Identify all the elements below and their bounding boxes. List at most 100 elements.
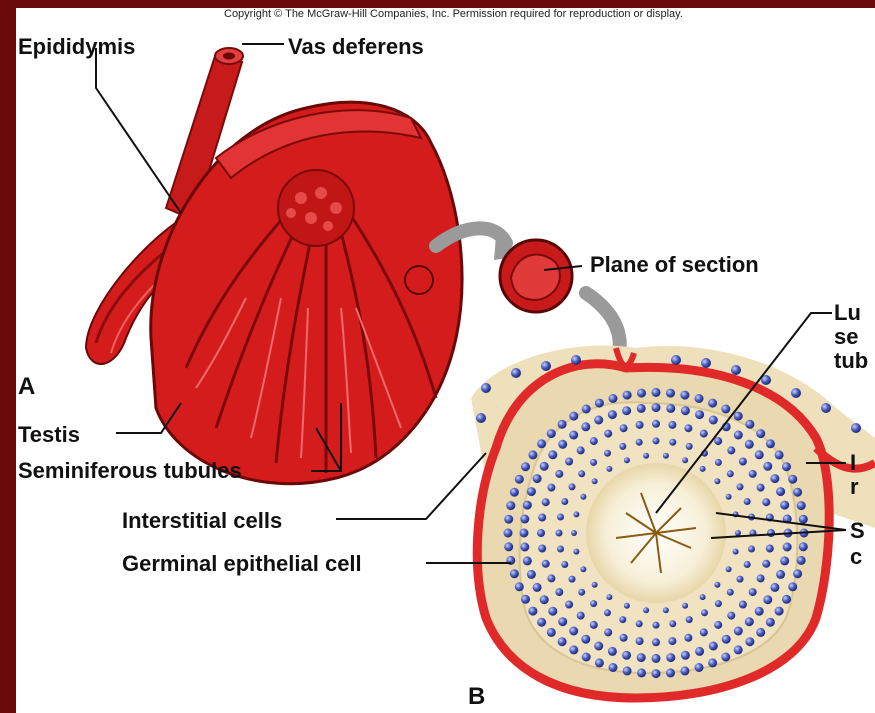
germinal-cell xyxy=(547,574,555,582)
germinal-cell xyxy=(558,617,567,626)
germinal-cell xyxy=(590,437,598,445)
germinal-cell xyxy=(686,443,693,450)
germinal-cell xyxy=(663,453,669,459)
germinal-cell xyxy=(573,511,579,517)
germinal-cell xyxy=(520,529,529,538)
germinal-cell xyxy=(577,446,585,454)
germinal-cell xyxy=(578,589,585,596)
germinal-cell xyxy=(540,462,549,471)
germinal-cell xyxy=(653,622,660,629)
germinal-cell xyxy=(582,405,591,414)
germinal-cell xyxy=(757,574,765,582)
anatomy-illustration xyxy=(16,8,875,713)
germinal-cell xyxy=(521,595,530,604)
germinal-cell xyxy=(666,404,675,413)
germinal-cell xyxy=(734,431,743,440)
germinal-cell xyxy=(623,666,632,675)
germinal-cell xyxy=(578,470,585,477)
germinal-cell xyxy=(684,424,692,432)
germinal-cell xyxy=(714,437,722,445)
germinal-cell xyxy=(739,458,747,466)
germinal-cell xyxy=(708,399,717,408)
germinal-cell xyxy=(682,603,688,609)
germinal-cell xyxy=(744,561,751,568)
label-epididymis: Epididymis xyxy=(18,34,135,60)
germinal-cell xyxy=(506,501,515,510)
germinal-cell xyxy=(755,607,764,616)
germinal-cell xyxy=(762,560,770,568)
germinal-cell xyxy=(734,627,743,636)
germinal-cell xyxy=(636,620,643,627)
label-right-partial-1: I xyxy=(850,450,856,476)
label-right-partial-4: c xyxy=(850,544,862,570)
germinal-cell xyxy=(739,601,747,609)
germinal-cell xyxy=(528,607,537,616)
germinal-cell xyxy=(799,542,808,551)
label-seminiferous-tubules: Seminiferous tubules xyxy=(18,458,242,484)
germinal-cell xyxy=(715,600,722,607)
germinal-cell xyxy=(608,410,617,419)
germinal-cell xyxy=(504,542,513,551)
germinal-cell xyxy=(686,616,693,623)
germinal-cell xyxy=(569,627,578,636)
germinal-cell xyxy=(619,443,626,450)
germinal-cell xyxy=(556,530,563,537)
germinal-cell xyxy=(727,446,735,454)
germinal-cell xyxy=(547,484,555,492)
germinal-cell xyxy=(580,494,586,500)
germinal-cell xyxy=(643,607,649,613)
germinal-cell xyxy=(684,634,692,642)
germinal-cell xyxy=(680,666,689,675)
interstitial-cell xyxy=(541,361,551,371)
label-lumen-line3: tub xyxy=(834,348,868,374)
germinal-cell xyxy=(590,459,597,466)
germinal-cell xyxy=(700,594,706,600)
germinal-cell xyxy=(695,394,704,403)
germinal-cell xyxy=(515,582,524,591)
germinal-cell xyxy=(770,474,779,483)
germinal-cell xyxy=(557,546,564,553)
interstitial-cell xyxy=(671,355,681,365)
germinal-cell xyxy=(609,663,618,672)
label-vas-deferens: Vas deferens xyxy=(288,34,424,60)
germinal-cell xyxy=(547,628,556,637)
germinal-cell xyxy=(695,410,704,419)
germinal-cell xyxy=(622,651,631,660)
germinal-cell xyxy=(780,556,789,565)
germinal-cell xyxy=(548,450,557,459)
germinal-cell xyxy=(520,515,529,524)
germinal-cell xyxy=(521,462,530,471)
label-panel-b: B xyxy=(468,683,485,711)
germinal-cell xyxy=(547,429,556,438)
germinal-cell xyxy=(726,566,732,572)
germinal-cell xyxy=(561,561,568,568)
germinal-cell xyxy=(537,529,545,537)
germinal-cell xyxy=(757,484,765,492)
interstitial-cell xyxy=(791,388,801,398)
germinal-cell xyxy=(763,595,772,604)
germinal-cell xyxy=(510,569,519,578)
germinal-cell xyxy=(766,439,775,448)
germinal-cell xyxy=(782,595,791,604)
germinal-cell xyxy=(555,588,563,596)
germinal-cell xyxy=(581,422,590,431)
germinal-cell xyxy=(766,545,774,553)
germinal-cell xyxy=(668,421,676,429)
germinal-cell xyxy=(775,607,784,616)
germinal-cell xyxy=(737,483,744,490)
germinal-cell xyxy=(666,389,675,398)
germinal-cell xyxy=(788,475,797,484)
germinal-cell xyxy=(523,501,532,510)
germinal-cell xyxy=(744,498,751,505)
germinal-cell xyxy=(797,556,806,565)
germinal-cell xyxy=(620,634,628,642)
germinal-cell xyxy=(571,530,577,536)
label-panel-a: A xyxy=(18,373,35,401)
germinal-cell xyxy=(620,424,628,432)
germinal-cell xyxy=(643,453,649,459)
germinal-cell xyxy=(756,628,765,637)
germinal-cell xyxy=(573,549,579,555)
germinal-cell xyxy=(700,466,706,472)
germinal-cell xyxy=(652,638,660,646)
